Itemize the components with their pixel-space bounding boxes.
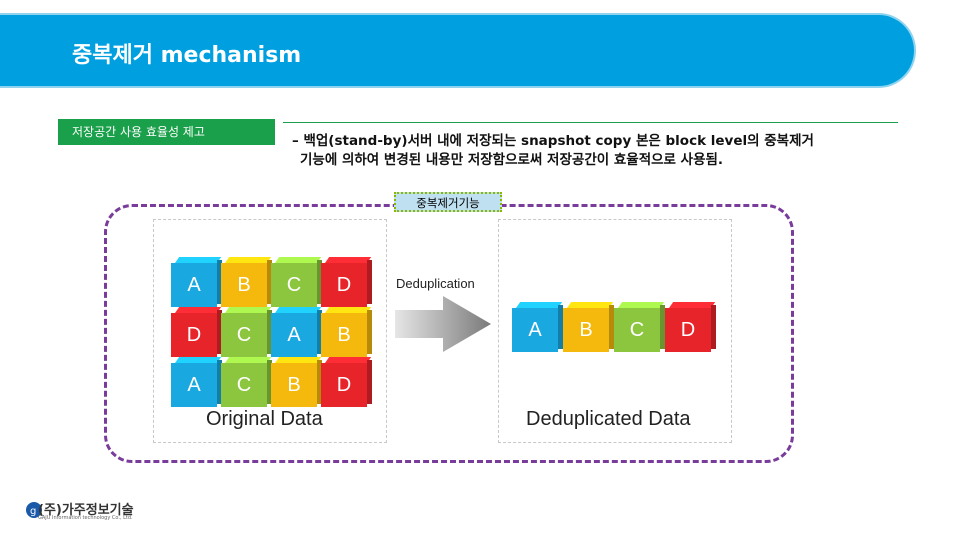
data-block-b: B xyxy=(221,263,267,307)
section-tag: 저장공간 사용 효율성 제고 xyxy=(58,119,275,145)
data-block-c: C xyxy=(221,363,267,407)
arrow-label: Deduplication xyxy=(396,276,475,291)
data-block-d: D xyxy=(321,263,367,307)
logo-text: (주)가주정보기술 xyxy=(38,503,134,518)
section-divider xyxy=(283,122,898,123)
description-line-2: 기능에 의하여 변경된 내용만 저장함으로써 저장공간이 효율적으로 사용됨. xyxy=(300,152,724,168)
dedup-block-c: C xyxy=(614,308,660,352)
logo-subtext: GAJU Information technology Co., Ltd. xyxy=(38,515,133,521)
data-block-c: C xyxy=(221,313,267,357)
data-block-d: D xyxy=(321,363,367,407)
description-line-1: – 백업(stand-by)서버 내에 저장되는 snapshot copy 본… xyxy=(292,133,814,149)
data-block-b: B xyxy=(271,363,317,407)
dedup-block-b: B xyxy=(563,308,609,352)
dedup-block-a: A xyxy=(512,308,558,352)
dedup-block-d: D xyxy=(665,308,711,352)
data-block-d: D xyxy=(171,313,217,357)
svg-text:g: g xyxy=(30,506,36,517)
frame-label: 중복제거기능 xyxy=(394,192,502,212)
data-block-b: B xyxy=(321,313,367,357)
page-title: 중복제거 mechanism xyxy=(72,43,302,68)
data-block-c: C xyxy=(271,263,317,307)
section-description: – 백업(stand-by)서버 내에 저장되는 snapshot copy 본… xyxy=(292,132,902,170)
data-block-a: A xyxy=(171,363,217,407)
original-caption: Original Data xyxy=(206,408,323,430)
arrow-right-icon xyxy=(395,296,491,352)
dedup-caption: Deduplicated Data xyxy=(526,408,691,430)
company-logo: g xyxy=(26,502,42,518)
data-block-a: A xyxy=(271,313,317,357)
title-banner: 중복제거 mechanism xyxy=(0,15,914,86)
data-block-a: A xyxy=(171,263,217,307)
